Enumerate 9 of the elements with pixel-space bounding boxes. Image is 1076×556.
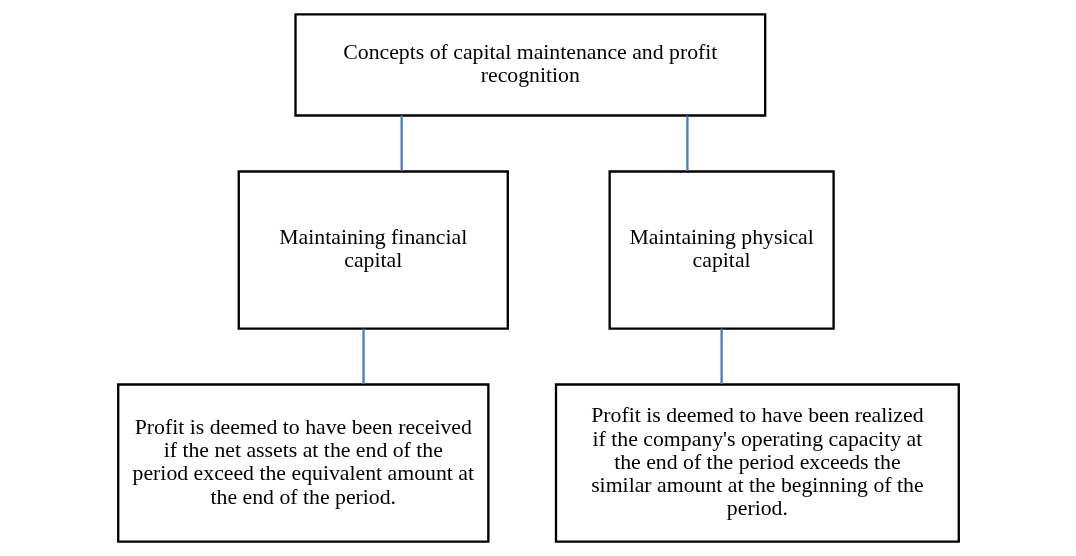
node-box: Maintaining financial capital <box>237 170 509 330</box>
connector <box>361 328 365 384</box>
node-box: Profit is deemed to have been received if the net assets at the end of the period exceed the equivalent amount at the end of the period. <box>116 383 489 543</box>
connector <box>400 115 403 171</box>
node-box: Concepts of capital maintenance and profit recognition <box>293 13 766 117</box>
connector <box>685 115 689 171</box>
node-box: Profit is deemed to have been realized if the company's operating capacity at the end of the period exceeds the similar amount at the beginning of the period. <box>554 383 960 543</box>
connector <box>719 328 723 384</box>
node-box: Maintaining physical capital <box>608 170 835 330</box>
